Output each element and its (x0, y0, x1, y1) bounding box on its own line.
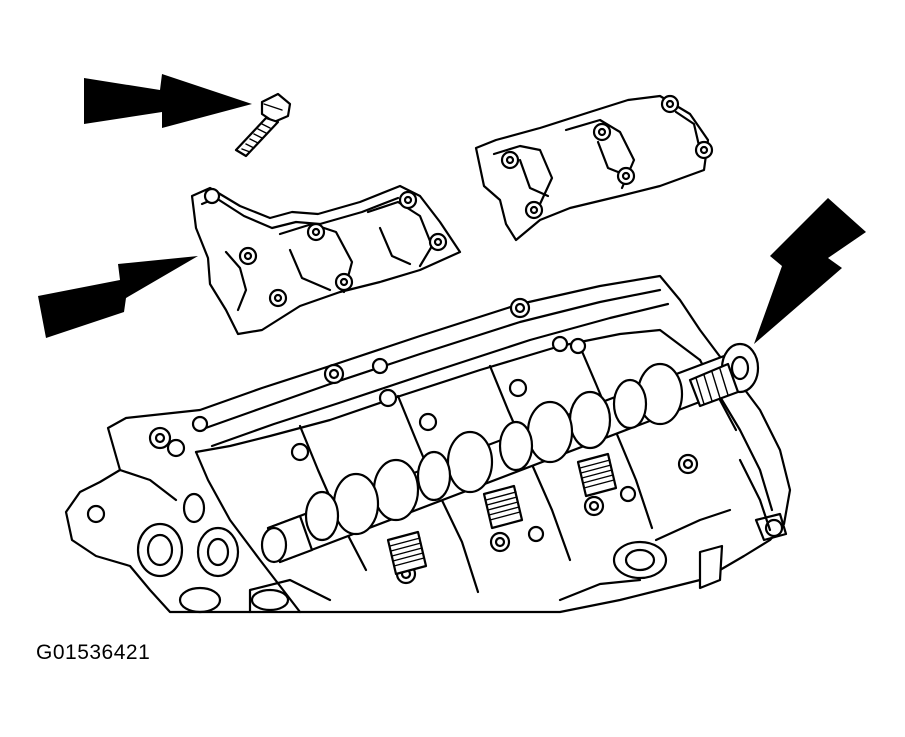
valve-springs (386, 452, 618, 576)
arrow-icon (38, 256, 198, 338)
figure-id-label: G01536421 (36, 641, 151, 664)
arrow-icon (754, 198, 866, 344)
arrow-icon (84, 74, 252, 128)
camshaft (260, 342, 760, 564)
bolt-icon (234, 92, 292, 158)
left-camshaft-cap (190, 184, 462, 336)
cylinder-head (64, 274, 792, 614)
right-camshaft-cap (474, 94, 714, 242)
